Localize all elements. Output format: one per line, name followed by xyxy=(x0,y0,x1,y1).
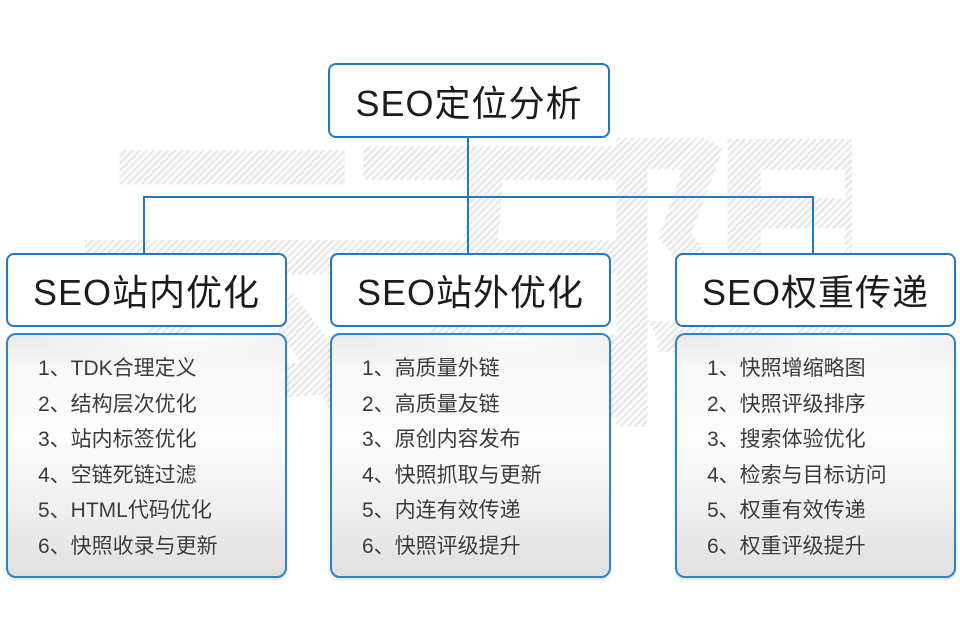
list-item: 5、HTML代码优化 xyxy=(38,499,212,522)
list-item: 6、权重评级提升 xyxy=(707,534,866,558)
branch-header-weight: SEO权重传递 xyxy=(675,253,956,327)
list-item: 4、检索与目标访问 xyxy=(707,463,887,487)
list-item: 4、快照抓取与更新 xyxy=(362,463,542,487)
list-item: 2、结构层次优化 xyxy=(38,392,197,416)
list-item: 4、空链死链过滤 xyxy=(38,463,197,487)
root-node: SEO定位分析 xyxy=(328,63,610,138)
root-node-title: SEO定位分析 xyxy=(355,82,583,124)
list-item: 5、权重有效传递 xyxy=(707,499,866,522)
branch-header-offsite: SEO站外优化 xyxy=(330,253,611,327)
list-item: 3、搜索体验优化 xyxy=(707,428,866,451)
list-item: 3、原创内容发布 xyxy=(362,428,521,451)
list-item: 6、快照收录与更新 xyxy=(38,534,218,558)
branch-title: SEO权重传递 xyxy=(701,272,930,313)
branch-title: SEO站内优化 xyxy=(32,272,261,313)
list-item: 3、站内标签优化 xyxy=(38,428,197,451)
branch-list-weight: 1、快照增缩略图 2、快照评级排序 3、搜索体验优化 4、检索与目标访问 5、权… xyxy=(675,333,956,578)
list-item: 6、快照评级提升 xyxy=(362,534,521,558)
list-item: 2、高质量友链 xyxy=(362,392,500,416)
list-item: 2、快照评级排序 xyxy=(707,392,866,416)
list-item: 1、快照增缩略图 xyxy=(707,357,866,380)
list-item: 1、高质量外链 xyxy=(362,357,500,380)
branch-title: SEO站外优化 xyxy=(356,272,585,313)
connector-root-to-branches xyxy=(467,138,469,253)
branch-list-onsite: 1、TDK合理定义 2、结构层次优化 3、站内标签优化 4、空链死链过滤 5、H… xyxy=(6,333,287,578)
branch-list-offsite: 1、高质量外链 2、高质量友链 3、原创内容发布 4、快照抓取与更新 5、内连有… xyxy=(330,333,611,578)
connector-horizontal-bar xyxy=(144,196,814,198)
connector-right-drop xyxy=(812,196,814,253)
connector-left-drop xyxy=(143,196,145,253)
branch-header-onsite: SEO站内优化 xyxy=(6,253,287,327)
list-item: 5、内连有效传递 xyxy=(362,499,521,522)
list-item: 1、TDK合理定义 xyxy=(38,357,197,380)
